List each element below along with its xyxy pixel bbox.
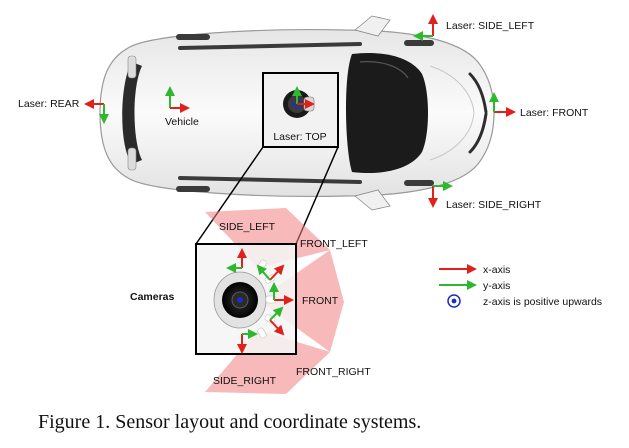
z-axis-legend-label: z-axis is positive upwards	[483, 296, 602, 308]
laser-side-left-label: Laser: SIDE_LEFT	[446, 20, 535, 32]
laser-front-sensor: Laser: FRONT	[489, 92, 589, 119]
figure-caption: Figure 1. Sensor layout and coordinate s…	[38, 411, 422, 433]
camera-axes	[226, 248, 294, 354]
laser-rear-label: Laser: REAR	[18, 98, 80, 110]
axes-legend: x-axis y-axis z-axis is positive upwards	[439, 264, 602, 308]
cameras-title: Cameras	[130, 291, 175, 303]
x-axis-legend-label: x-axis	[483, 264, 510, 276]
camera-front-right-label: FRONT_RIGHT	[296, 366, 371, 378]
laser-rear-sensor: Laser: REAR	[18, 98, 109, 124]
laser-side-right-label: Laser: SIDE_RIGHT	[446, 199, 542, 211]
vehicle-label: Vehicle	[165, 116, 199, 128]
camera-side-right-label: SIDE_RIGHT	[213, 375, 277, 387]
vehicle-frame-axes: Vehicle	[165, 86, 199, 128]
laser-top-label: Laser: TOP	[273, 131, 326, 143]
laser-top-sensor: Laser: TOP	[262, 72, 339, 148]
laser-front-label: Laser: FRONT	[520, 107, 589, 119]
z-axis-legend-icon	[447, 294, 461, 308]
y-axis-legend-label: y-axis	[483, 280, 510, 292]
camera-front-left-label: FRONT_LEFT	[300, 238, 368, 250]
camera-front-label: FRONT	[302, 295, 339, 307]
camera-side-left-label: SIDE_LEFT	[219, 221, 276, 233]
laser-side-right-sensor: Laser: SIDE_RIGHT	[428, 181, 542, 211]
laser-side-left-sensor: Laser: SIDE_LEFT	[413, 14, 535, 41]
